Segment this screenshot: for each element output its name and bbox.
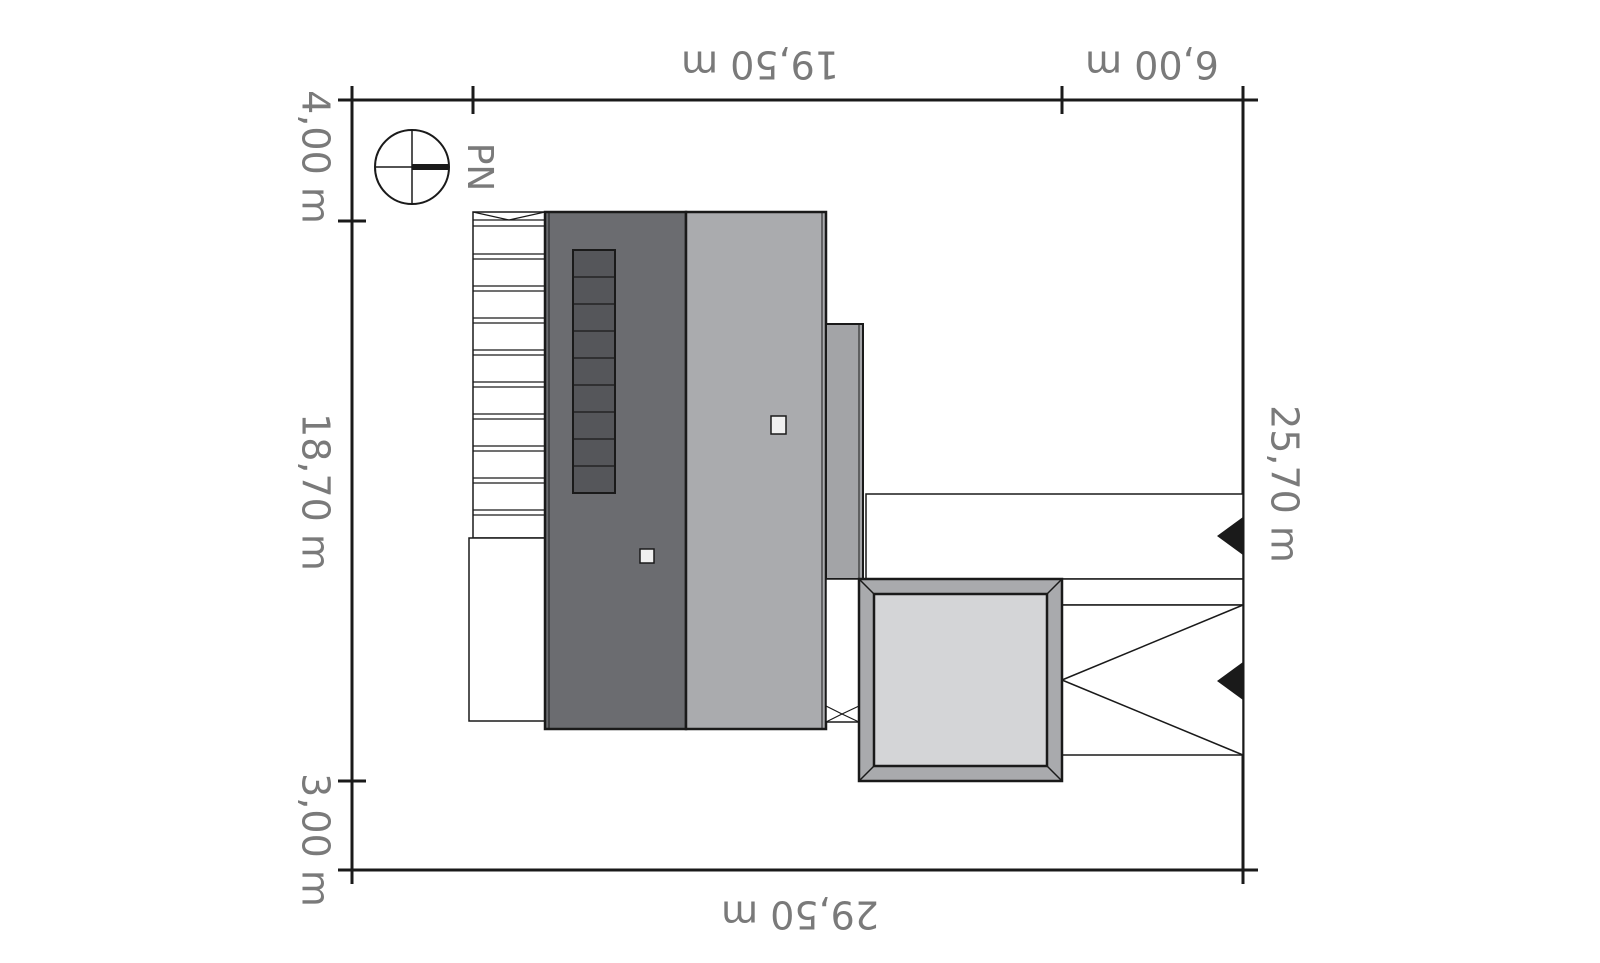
compass-label: PN bbox=[459, 143, 500, 192]
solar-panels bbox=[572, 249, 616, 494]
connector-slats bbox=[825, 705, 860, 723]
chimney-icon bbox=[639, 548, 655, 564]
entrance-triangle-icon bbox=[1217, 662, 1243, 700]
chimney-icon bbox=[770, 415, 787, 435]
lower-terrace bbox=[468, 537, 546, 722]
garage-roof bbox=[857, 577, 1064, 783]
dimension-top-right: 6,00 m bbox=[1085, 43, 1219, 87]
north-arrow-icon bbox=[374, 129, 450, 205]
dimension-left-middle: 18,70 m bbox=[294, 413, 338, 571]
dimension-bottom: 29,50 m bbox=[721, 893, 879, 937]
dimension-left-bottom: 3,00 m bbox=[294, 773, 338, 907]
dimension-top-left: 19,50 m bbox=[681, 43, 839, 87]
entrance-triangle-icon bbox=[1217, 517, 1243, 555]
side-annex bbox=[825, 323, 864, 580]
connector bbox=[825, 578, 860, 723]
driveway bbox=[865, 493, 1244, 756]
dimension-left-top: 4,00 m bbox=[294, 90, 338, 224]
terrace-slats bbox=[472, 211, 546, 539]
dimension-right: 25,70 m bbox=[1263, 405, 1307, 563]
